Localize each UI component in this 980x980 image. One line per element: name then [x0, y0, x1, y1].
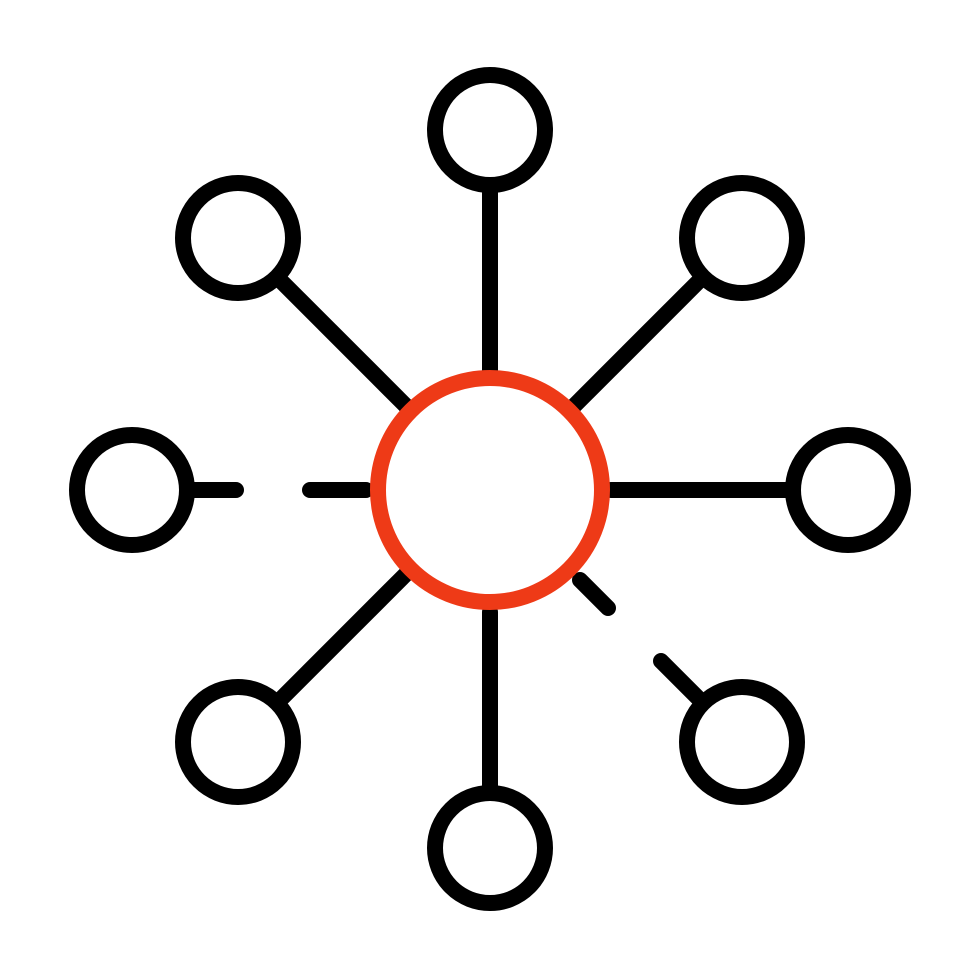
node-top — [427, 67, 553, 193]
node-bottom-left — [175, 679, 301, 805]
node-top-right — [679, 175, 805, 301]
node-top-left — [175, 175, 301, 301]
line-top-left — [275, 275, 417, 417]
hub-node — [370, 370, 610, 610]
hub-group — [370, 370, 610, 610]
node-right — [785, 427, 911, 553]
satellite-nodes — [69, 67, 911, 911]
line-bottom-right-a — [572, 572, 616, 616]
connector-lines — [184, 185, 798, 798]
node-bottom — [427, 785, 553, 911]
line-top-right — [563, 275, 705, 417]
line-bottom-left — [275, 564, 416, 705]
node-left — [69, 427, 195, 553]
line-bottom-right-b — [653, 653, 705, 705]
node-bottom-right — [679, 679, 805, 805]
